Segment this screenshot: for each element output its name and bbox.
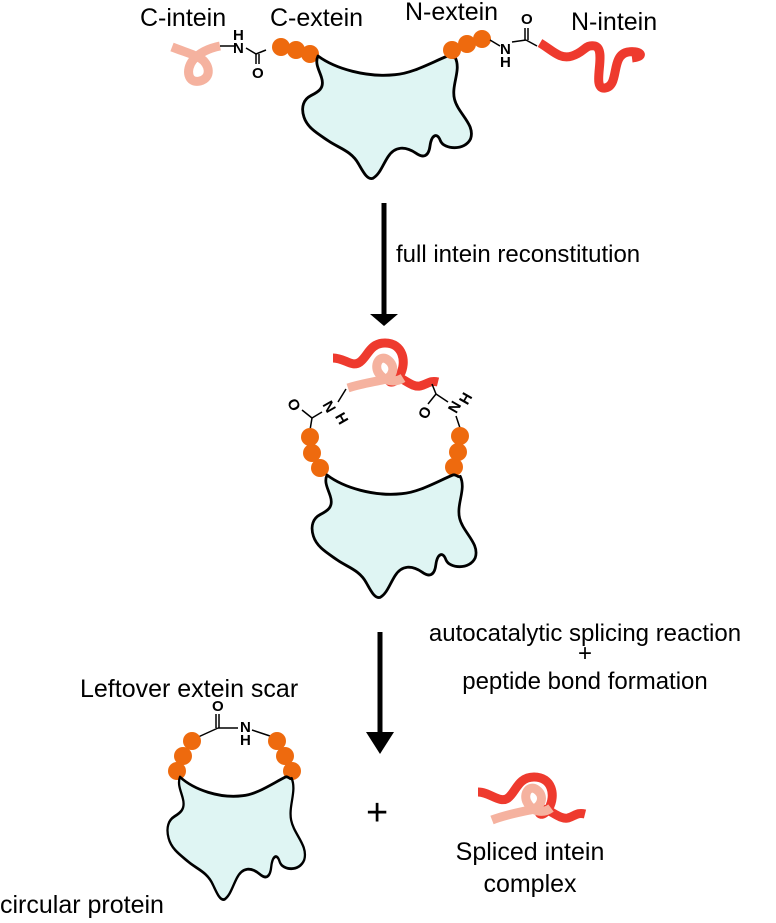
label-c-intein: C-intein <box>140 4 226 32</box>
extein-bead <box>311 459 329 477</box>
bond <box>251 729 271 737</box>
extein-bead <box>451 427 469 445</box>
atom-n: N <box>319 398 339 416</box>
step-2-label-line2: peptide bond formation <box>462 668 708 695</box>
circular-protein-shape <box>166 775 307 901</box>
c-intein-strand <box>490 783 554 825</box>
extein-bead <box>183 732 201 750</box>
bond <box>511 39 527 43</box>
atom-o: O <box>212 698 224 715</box>
atom-o: O <box>521 11 533 28</box>
bond <box>309 417 313 431</box>
products-plus: + <box>366 792 388 834</box>
atom-h: H <box>233 27 244 44</box>
arrowhead-icon <box>366 732 394 754</box>
scar-label: Leftover extein scar <box>80 675 298 703</box>
bond <box>245 47 267 55</box>
product-spliced-intein: Spliced intein complex <box>456 772 605 898</box>
target-protein <box>310 473 478 599</box>
atom-h: H <box>331 410 351 428</box>
spliced-intein-label-line1: Spliced intein <box>456 838 605 866</box>
circular-protein-label: circular protein <box>0 891 164 919</box>
extein-bead <box>443 41 461 59</box>
step-2-label-line1: autocatalytic splicing reaction <box>429 620 741 647</box>
atom-o: O <box>415 403 436 422</box>
product-circular-protein: Leftover extein scar O N H circular prot… <box>0 675 307 919</box>
step-2-plus: + <box>578 640 592 667</box>
bond <box>435 393 449 403</box>
extein-bead <box>301 45 319 63</box>
bond <box>455 415 461 429</box>
bond <box>431 383 437 395</box>
stage-2-reconstituted-intein: N H O O N H <box>283 338 478 599</box>
atom-o: O <box>252 65 264 82</box>
spliced-intein-label-line2: complex <box>483 870 577 898</box>
c-intein-strand <box>346 353 406 393</box>
bond <box>337 388 347 403</box>
extein-bead <box>174 747 192 765</box>
n-intein-strand <box>537 39 645 93</box>
atom-n: N <box>233 40 244 57</box>
extein-bead <box>445 458 463 476</box>
bond <box>311 411 323 419</box>
target-protein <box>301 54 473 180</box>
bond <box>427 393 437 405</box>
c-intein-strand <box>170 41 221 86</box>
extein-bead <box>276 747 294 765</box>
extein-bead <box>449 443 467 461</box>
label-c-extein: C-extein <box>270 4 363 32</box>
extein-bead <box>301 428 319 446</box>
bond <box>301 409 313 419</box>
stage-1-precursor: C-intein C-extein N-extein N-intein H N … <box>140 0 657 180</box>
extein-bead <box>168 762 186 780</box>
atom-n: N <box>240 719 251 736</box>
atom-h: H <box>240 732 251 749</box>
atom-o: O <box>283 396 304 415</box>
label-n-intein: N-intein <box>571 8 657 36</box>
atom-h: H <box>500 54 511 71</box>
extein-bead <box>287 41 305 59</box>
arrowhead-icon <box>370 314 398 326</box>
bond <box>525 39 538 47</box>
extein-bead <box>268 732 286 750</box>
extein-bead <box>458 35 476 53</box>
step-1-label: full intein reconstitution <box>396 241 640 268</box>
atom-n: N <box>500 41 511 58</box>
extein-bead <box>303 444 321 462</box>
label-n-extein: N-extein <box>405 0 498 26</box>
extein-bead <box>473 30 491 48</box>
bond <box>489 39 501 47</box>
extein-bead <box>272 38 290 56</box>
